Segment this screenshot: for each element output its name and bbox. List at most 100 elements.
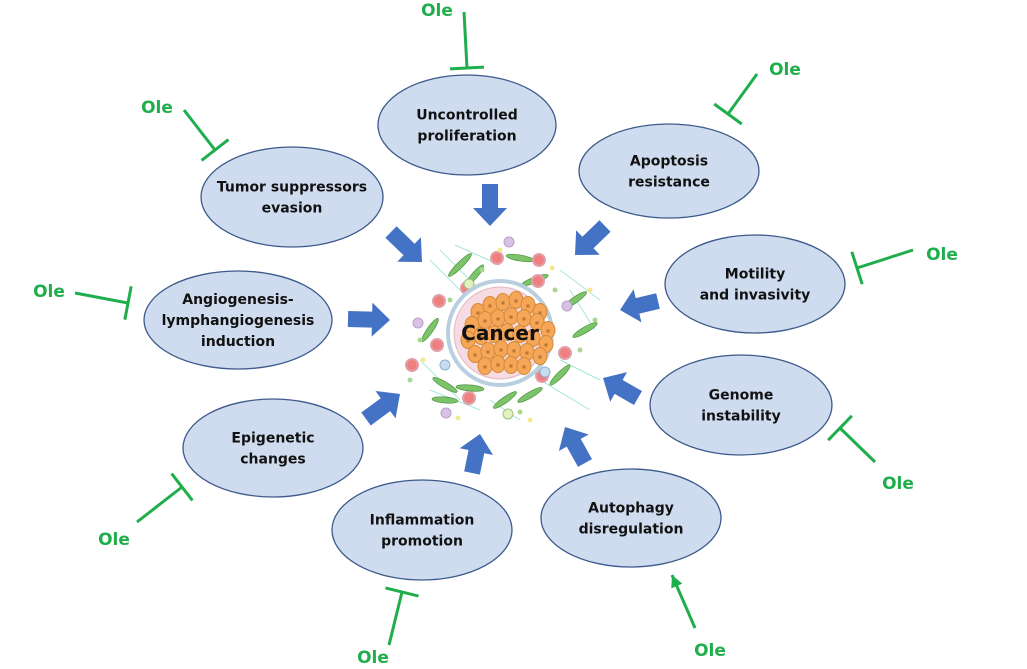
blue-arrow-shape xyxy=(620,289,660,323)
blue-arrow-shape xyxy=(473,184,507,226)
hallmark-label-line: changes xyxy=(240,452,306,468)
ole-label: Ole xyxy=(357,648,389,668)
ole-label: Ole xyxy=(769,60,801,80)
blue-arrow xyxy=(347,302,390,337)
blue-arrows xyxy=(347,184,660,475)
blue-arrow xyxy=(603,372,642,405)
blue-arrow xyxy=(558,426,592,467)
cancer-cell-nucleus xyxy=(518,333,522,337)
cancer-cell-nucleus xyxy=(512,349,516,353)
cancer-cells xyxy=(460,291,556,375)
ole-inhibition-line xyxy=(462,11,469,69)
cancer-cell-nucleus xyxy=(535,321,539,325)
hallmark-label-line: Motility xyxy=(725,267,785,283)
hallmark-node-autophagy-disregulation: Autophagy disregulation xyxy=(540,468,722,568)
ole-effect-genome-instability: Ole xyxy=(827,414,914,494)
hallmark-node-apoptosis-resistance: Apoptosis resistance xyxy=(578,123,760,219)
cancer-cell-nucleus xyxy=(522,365,526,369)
hallmark-label-line: Epigenetic xyxy=(231,431,314,447)
inhibition-bar-icon xyxy=(385,586,419,598)
cancer-cell-nucleus xyxy=(505,331,509,335)
cancer-cell-nucleus xyxy=(486,350,490,354)
blue-arrow-shape xyxy=(603,372,642,405)
cancer-cell-nucleus xyxy=(522,317,526,321)
ole-effect-epigenetic-changes: Ole xyxy=(98,472,194,550)
ole-effect-autophagy-disregulation: Ole xyxy=(670,574,726,661)
ole-label: Ole xyxy=(421,1,453,21)
immune-cells xyxy=(405,236,598,423)
ole-effect-motility-invasivity: Ole xyxy=(850,245,958,285)
ole-label: Ole xyxy=(882,474,914,494)
ole-effect-angiogenesis-induction: Ole xyxy=(33,282,133,320)
ole-inhibition-line xyxy=(726,73,759,115)
inhibition-bar-icon xyxy=(850,251,864,285)
cancer-illustration: Cancer xyxy=(405,236,601,423)
blue-arrow xyxy=(620,289,660,323)
ole-label: Ole xyxy=(694,641,726,661)
blue-arrow-shape xyxy=(347,302,390,337)
ole-inhibition-line xyxy=(136,485,183,524)
hallmark-ellipse xyxy=(540,468,722,568)
hallmark-ellipse xyxy=(649,354,833,456)
hallmark-ellipse xyxy=(200,146,384,248)
ole-label: Ole xyxy=(141,98,173,118)
ole-effect-inflammation-promotion: Ole xyxy=(357,586,419,668)
inhibition-bar-icon xyxy=(200,138,230,162)
inhibition-bar-icon xyxy=(449,65,485,71)
blue-arrow xyxy=(459,434,494,475)
cancer-cell-nucleus xyxy=(492,333,496,337)
ole-effect-uncontrolled-proliferation: Ole xyxy=(421,1,485,71)
hallmark-label-line: Autophagy xyxy=(588,501,674,517)
ole-inhibition-line xyxy=(74,291,129,305)
ole-label: Ole xyxy=(98,530,130,550)
hallmark-label-line: Apoptosis xyxy=(630,154,708,170)
ole-label: Ole xyxy=(33,282,65,302)
hallmark-label-line: Angiogenesis- xyxy=(182,292,294,308)
hallmark-label-line: resistance xyxy=(628,175,710,191)
cancer-cell-nucleus xyxy=(483,319,487,323)
cancer-cell-nucleus xyxy=(544,343,548,347)
cancer-cell-nucleus xyxy=(525,351,529,355)
cancer-cell-nucleus xyxy=(483,365,487,369)
blue-arrow-shape xyxy=(361,390,401,426)
cancer-cell-nucleus xyxy=(470,324,474,328)
hallmark-node-motility-invasivity: Motility and invasivity xyxy=(664,234,846,334)
blue-arrow-shape xyxy=(558,426,592,467)
hallmark-label-line: and invasivity xyxy=(700,288,811,304)
hallmark-node-epigenetic-changes: Epigenetic changes xyxy=(182,398,364,498)
hallmark-label-line: instability xyxy=(701,409,780,425)
cancer-cell-nucleus xyxy=(476,311,480,315)
arrowhead-icon xyxy=(671,575,683,589)
cancer-cell-nucleus xyxy=(526,304,530,308)
cancer-cell-nucleus xyxy=(546,329,550,333)
hallmark-label-line: Inflammation xyxy=(370,513,475,529)
hallmark-label-line: Tumor suppressors xyxy=(217,180,367,196)
ole-effect-tumor-suppressors-evasion: Ole xyxy=(141,98,230,162)
cancer-cell-nucleus xyxy=(488,304,492,308)
cancer-cell-nucleus xyxy=(499,348,503,352)
cancer-cell-nucleus xyxy=(509,315,513,319)
hallmark-label-line: lymphangiogenesis xyxy=(162,313,315,329)
hallmark-ellipse xyxy=(377,74,557,176)
ole-effect-apoptosis-resistance: Ole xyxy=(713,60,801,126)
ole-inhibition-line xyxy=(182,109,217,151)
blue-arrow-shape xyxy=(385,226,422,263)
hallmark-ellipse xyxy=(143,270,333,370)
ole-inhibition-line xyxy=(387,591,404,646)
hallmark-label-line: disregulation xyxy=(579,522,684,538)
cancer-cell-nucleus xyxy=(496,363,500,367)
inhibition-bar-icon xyxy=(123,286,133,320)
cancer-cell-nucleus xyxy=(514,299,518,303)
blue-arrow-shape xyxy=(459,434,494,475)
cancer-cell-nucleus xyxy=(473,353,477,357)
blue-arrow xyxy=(574,220,611,255)
ole-label: Ole xyxy=(926,245,958,265)
inhibition-bar-icon xyxy=(713,102,743,126)
